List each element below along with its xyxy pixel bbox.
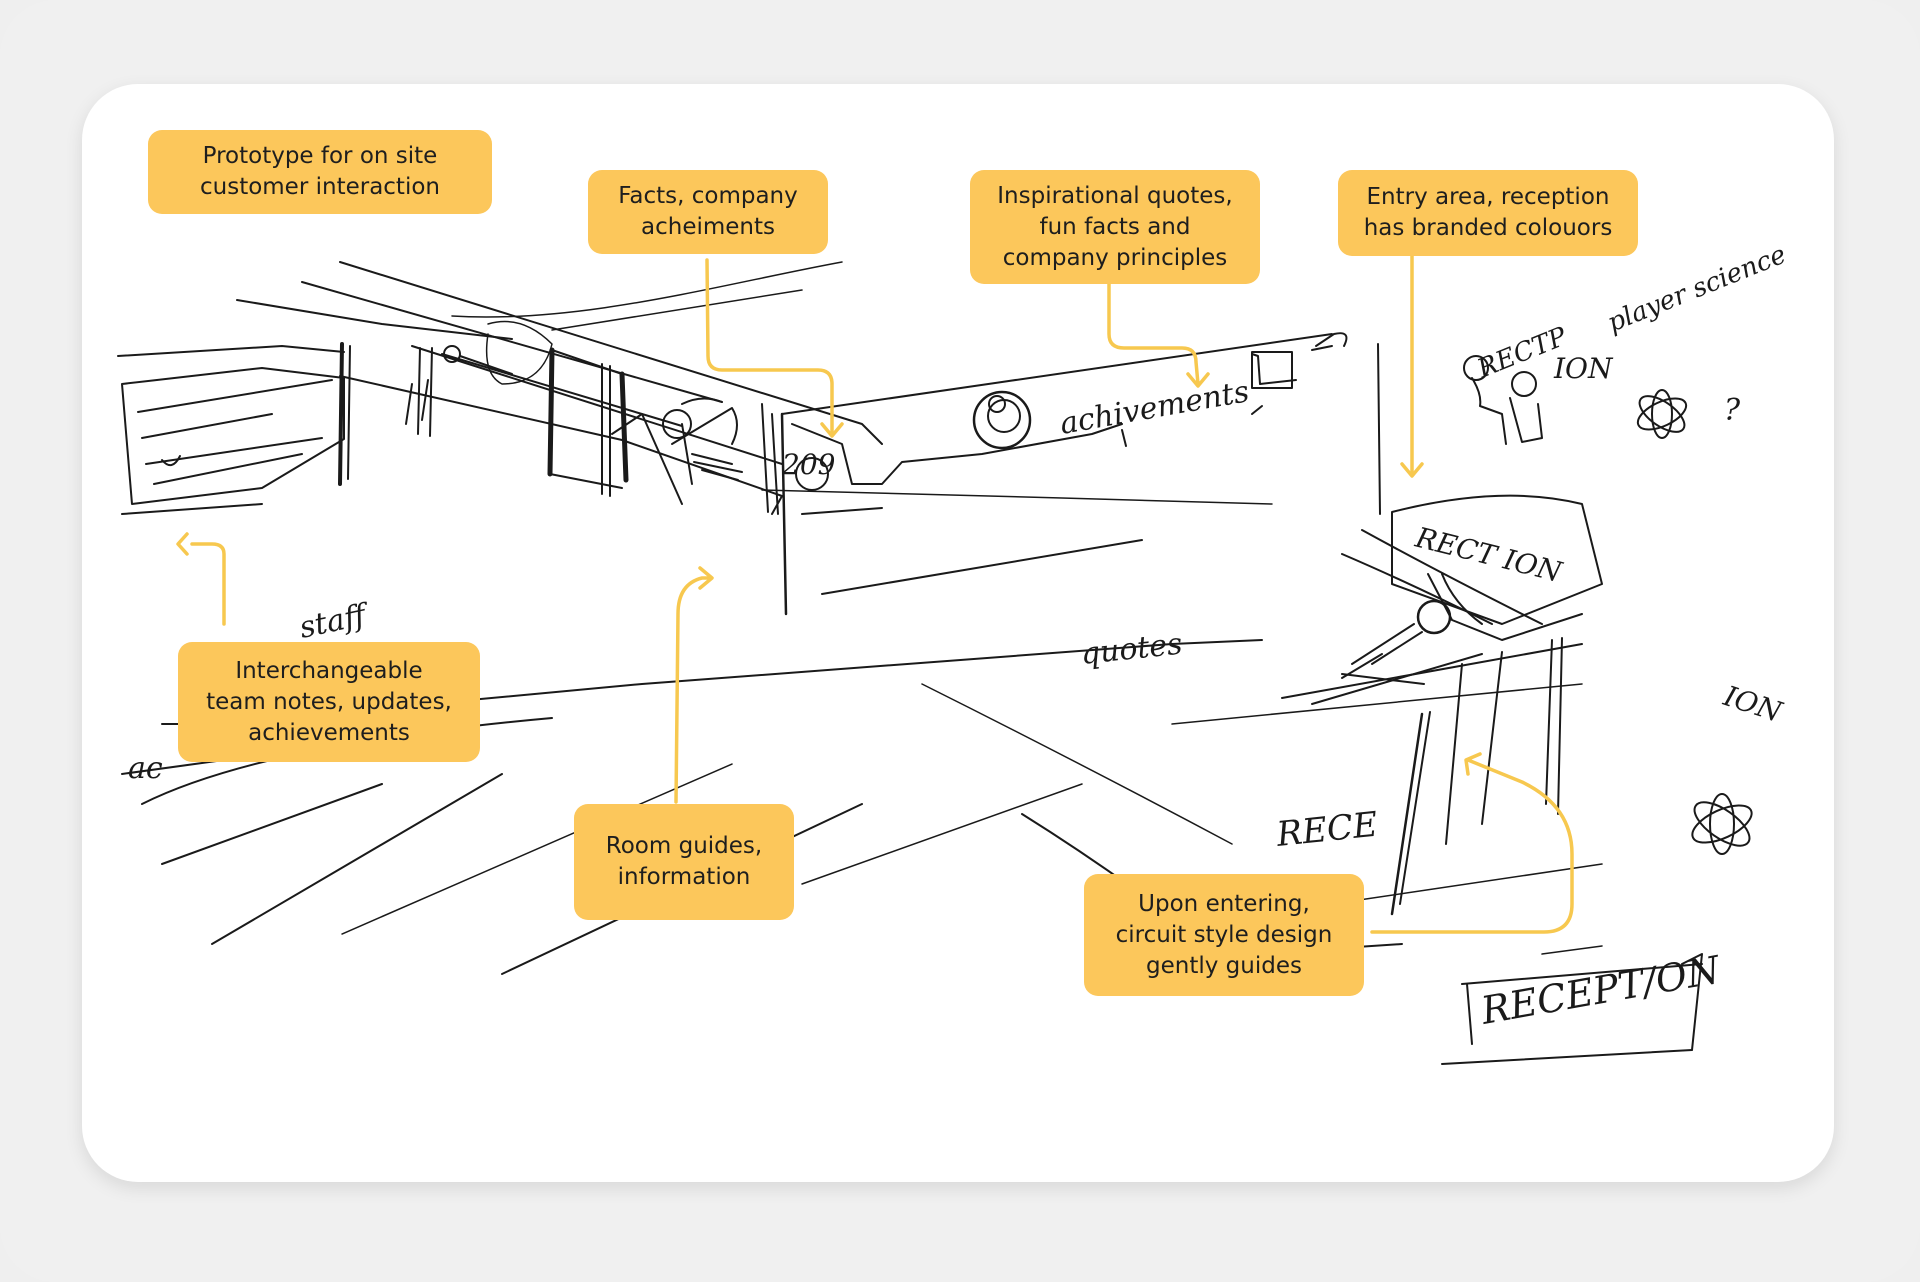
atom-icon-2 — [1691, 793, 1753, 855]
atom-icon-1 — [1636, 389, 1688, 439]
handwriting-player-science: player science — [1603, 240, 1790, 339]
handwriting-ion-2: ION — [1719, 679, 1787, 729]
note-entry-text: Entry area, reception has branded colouo… — [1363, 184, 1613, 241]
note-room-guides-text: Room guides, information — [605, 833, 763, 890]
handwriting-ion-1: ION — [1553, 352, 1614, 385]
handwriting-reception: RECEPT/ON — [1477, 947, 1725, 1033]
handwriting-desk-label: RECT ION — [1411, 521, 1566, 590]
note-entering-text: Upon entering, circuit style design gent… — [1115, 890, 1333, 979]
note-entry: Entry area, reception has branded colouo… — [1338, 170, 1638, 256]
note-room-guides: Room guides, information — [574, 804, 794, 920]
note-team-notes: Interchangeable team notes, updates, ach… — [178, 642, 480, 762]
note-team-notes-text: Interchangeable team notes, updates, ach… — [206, 657, 452, 746]
handwriting-number: 209 — [781, 448, 835, 481]
handwriting-staff: staff — [296, 597, 373, 646]
handwriting-achievements: achivements — [1057, 374, 1251, 442]
note-inspirational: Inspirational quotes, fun facts and comp… — [970, 170, 1260, 284]
note-prototype-text: Prototype for on site customer interacti… — [199, 143, 440, 200]
note-inspirational-text: Inspirational quotes, fun facts and comp… — [997, 182, 1233, 271]
handwriting-question: ? — [1724, 393, 1741, 428]
connector-lines — [176, 252, 1574, 934]
sketch-card: achivements quotes staff 209 ION ION REC… — [82, 84, 1834, 1182]
note-prototype: Prototype for on site customer interacti… — [148, 130, 492, 214]
handwriting-quotes: quotes — [1079, 627, 1184, 672]
note-facts-text: Facts, company acheiments — [618, 183, 798, 240]
handwriting-ac: ac — [128, 751, 163, 786]
note-facts: Facts, company acheiments — [588, 170, 828, 254]
handwriting-rece: RECE — [1274, 805, 1380, 855]
note-entering: Upon entering, circuit style design gent… — [1084, 874, 1364, 996]
